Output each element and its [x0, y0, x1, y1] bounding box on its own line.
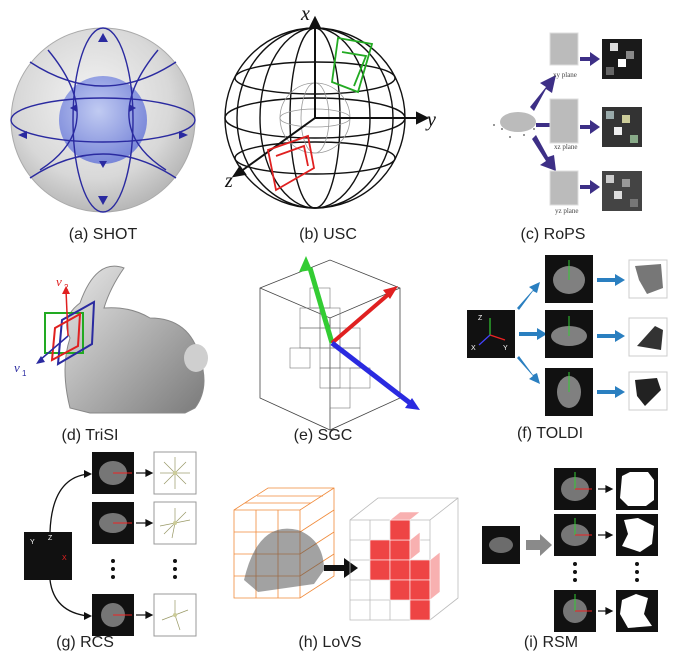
usc-x-label: x [300, 3, 310, 25]
rops-histogram-xy [602, 39, 642, 79]
rops-xz-label: xz plane [554, 143, 578, 151]
svg-text:Y: Y [30, 539, 35, 546]
usc-y-label: y [425, 109, 436, 131]
toldi-panel: Z X Y (f) TOLDI [465, 250, 675, 450]
trisi-v2-label: v [56, 274, 62, 289]
trisi-v1-sub: 1 [22, 369, 27, 378]
caption-sgc: (e) SGC [293, 427, 353, 444]
rops-panel: xy plane xz plane yz plane (c) RoPS [480, 25, 675, 243]
usc-sphere-diagram: x y z [224, 3, 436, 209]
rsm-panel: (i) RSM [478, 460, 675, 664]
caption-trisi: (d) TriSI [61, 427, 119, 444]
rops-xz-projection [549, 98, 579, 144]
rsm-diagram [482, 468, 658, 632]
trisi-v2-sub: 2 [64, 283, 69, 292]
rops-yz-projection [549, 170, 579, 206]
svg-text:X: X [471, 345, 476, 352]
shot-sphere-diagram [10, 27, 196, 213]
caption-rops: (c) RoPS [520, 226, 586, 243]
lovs-diagram [233, 487, 459, 621]
svg-text:X: X [62, 555, 67, 562]
rcs-panel: Y Z X [0, 448, 225, 664]
caption-usc: (b) USC [299, 226, 357, 243]
svg-text:Y: Y [503, 345, 508, 352]
sgc-panel: (e) SGC [230, 248, 440, 448]
caption-toldi: (f) TOLDI [516, 425, 584, 442]
svg-text:Z: Z [478, 315, 483, 322]
shot-panel: (a) SHOT [0, 0, 225, 243]
usc-panel: x y z (b) USC [220, 0, 450, 243]
trisi-panel: v 2 v 1 (d) TriSI [0, 248, 225, 448]
sgc-voxel-diagram [259, 256, 420, 431]
rops-histogram-yz [602, 171, 642, 211]
lovs-panel: (h) LoVS [228, 480, 468, 664]
caption-lovs: (h) LoVS [298, 634, 362, 651]
rops-histogram-xz [602, 107, 642, 147]
rops-yz-label: yz plane [555, 207, 579, 215]
trisi-v1-label: v [14, 360, 20, 375]
trisi-bunny-diagram: v 2 v 1 [14, 265, 208, 414]
caption-shot: (a) SHOT [68, 226, 138, 243]
caption-rsm: (i) RSM [523, 634, 579, 651]
toldi-keypoint-frame [467, 310, 515, 358]
rops-xy-projection [549, 32, 579, 66]
rops-xy-label: xy plane [553, 71, 577, 79]
usc-z-label: z [224, 170, 233, 192]
rcs-keypoint-frame [24, 532, 72, 580]
svg-text:Z: Z [48, 535, 53, 542]
caption-rcs: (g) RCS [56, 634, 114, 651]
toldi-diagram: Z X Y [467, 255, 668, 416]
rops-diagram: xy plane xz plane yz plane [493, 32, 642, 215]
rcs-diagram: Y Z X [24, 451, 197, 637]
bunny-silhouette [64, 265, 205, 414]
